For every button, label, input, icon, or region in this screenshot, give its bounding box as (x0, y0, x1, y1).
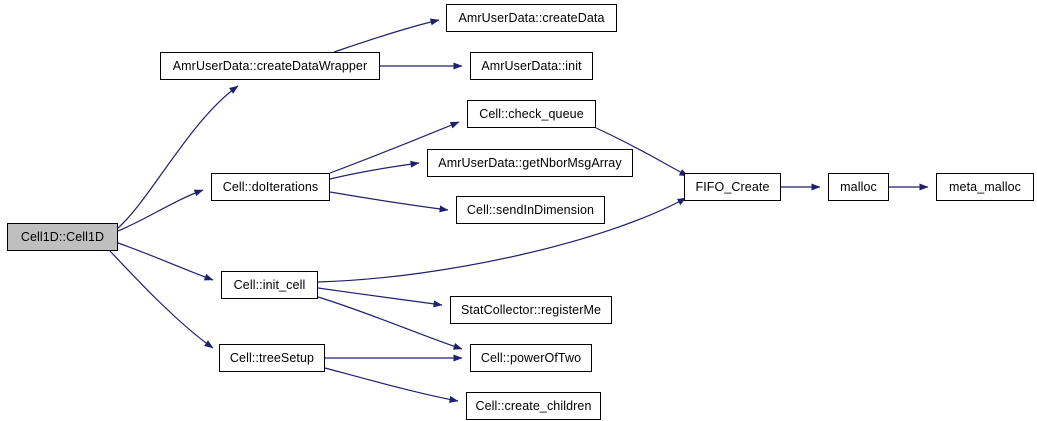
graph-node-fifo_create[interactable]: FIFO_Create (684, 173, 781, 201)
graph-node-check_queue[interactable]: Cell::check_queue (467, 100, 596, 128)
graph-node-getnbormsgarray[interactable]: AmrUserData::getNborMsgArray (427, 149, 633, 177)
graph-node-label: Cell::sendInDimension (466, 202, 595, 217)
call-edge-cell1d-to-init_cell (117, 242, 214, 281)
graph-node-label: FIFO_Create (695, 179, 770, 194)
graph-node-doiterations[interactable]: Cell::doIterations (211, 173, 330, 201)
call-edge-doiterations-to-sendindimension (329, 191, 449, 213)
graph-node-label: meta_malloc (949, 179, 1021, 194)
call-edge-cell1d-to-treesetup (109, 250, 214, 349)
call-edge-cell1d-to-createdatawrapper (117, 85, 239, 229)
call-edge-init_cell-to-poweroftwo (317, 296, 463, 350)
graph-node-sendindimension[interactable]: Cell::sendInDimension (456, 196, 605, 224)
call-edge-doiterations-to-getnbormsgarray (329, 160, 420, 180)
call-edge-init_cell-to-registerme (317, 287, 443, 308)
graph-node-label: Cell::check_queue (479, 106, 584, 121)
call-edge-cell1d-to-doiterations (117, 189, 204, 232)
graph-node-createdatawrapper[interactable]: AmrUserData::createDataWrapper (160, 52, 380, 80)
graph-node-meta_malloc[interactable]: meta_malloc (936, 173, 1034, 201)
graph-node-registerme[interactable]: StatCollector::registerMe (450, 296, 612, 324)
graph-node-poweroftwo[interactable]: Cell::powerOfTwo (470, 344, 592, 372)
call-edge-createdatawrapper-to-createdata (333, 18, 440, 53)
graph-node-label: AmrUserData::createData (458, 10, 605, 25)
graph-node-init_cell[interactable]: Cell::init_cell (221, 271, 318, 299)
graph-node-label: Cell::doIterations (222, 179, 319, 194)
call-edge-treesetup-to-create_children (324, 367, 459, 403)
graph-node-label: AmrUserData::createDataWrapper (172, 58, 368, 73)
graph-node-init[interactable]: AmrUserData::init (470, 52, 593, 80)
graph-node-createdata[interactable]: AmrUserData::createData (446, 4, 617, 32)
graph-node-label: Cell::init_cell (233, 277, 306, 292)
graph-node-label: AmrUserData::getNborMsgArray (438, 155, 622, 170)
graph-node-malloc[interactable]: malloc (828, 173, 889, 201)
graph-node-label: malloc (840, 179, 877, 194)
graph-node-create_children[interactable]: Cell::create_children (466, 392, 601, 420)
graph-node-treesetup[interactable]: Cell::treeSetup (219, 344, 325, 372)
graph-node-label: StatCollector::registerMe (460, 302, 602, 317)
graph-node-label: Cell1D::Cell1D (20, 229, 105, 244)
graph-node-label: AmrUserData::init (481, 58, 582, 73)
graph-node-label: Cell::create_children (475, 398, 592, 413)
graph-node-label: Cell::powerOfTwo (480, 350, 582, 365)
graph-node-label: Cell::treeSetup (229, 350, 315, 365)
graph-node-cell1d[interactable]: Cell1D::Cell1D (7, 223, 118, 251)
